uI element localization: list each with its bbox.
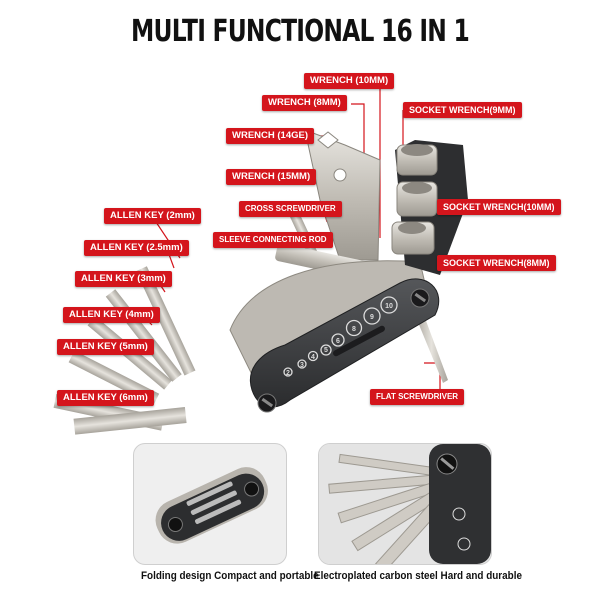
label-cross-screwdriver: CROSS SCREWDRIVER bbox=[239, 201, 342, 217]
label-allen-key-6mm: ALLEN KEY (6mm) bbox=[57, 390, 154, 406]
label-socket-wrench-9mm: SOCKET WRENCH(9MM) bbox=[403, 102, 522, 118]
svg-text:6: 6 bbox=[336, 338, 340, 345]
svg-text:9: 9 bbox=[370, 314, 374, 321]
caption-carbon-steel: Electroplated carbon steel Hard and dura… bbox=[314, 570, 522, 582]
tool-closeup-thumbnail bbox=[318, 443, 492, 565]
label-allen-key-2mm: ALLEN KEY (2mm) bbox=[104, 208, 201, 224]
svg-text:3: 3 bbox=[300, 362, 304, 369]
label-allen-key-2-5mm: ALLEN KEY (2.5mm) bbox=[84, 240, 189, 256]
svg-text:5: 5 bbox=[324, 347, 328, 354]
label-allen-key-4mm: ALLEN KEY (4mm) bbox=[63, 307, 160, 323]
label-socket-wrench-8mm: SOCKET WRENCH(8MM) bbox=[437, 255, 556, 271]
folded-tool-thumbnail bbox=[133, 443, 287, 565]
label-wrench-14ge: WRENCH (14GE) bbox=[226, 128, 315, 144]
label-socket-wrench-10mm: SOCKET WRENCH(10MM) bbox=[437, 199, 561, 215]
caption-folding-design: Folding design Compact and portable bbox=[141, 570, 319, 582]
svg-text:10: 10 bbox=[385, 303, 393, 310]
label-wrench-15mm: WRENCH (15MM) bbox=[226, 169, 317, 185]
svg-text:2: 2 bbox=[286, 370, 290, 377]
svg-text:8: 8 bbox=[352, 326, 356, 333]
label-flat-screwdriver: FLAT SCREWDRIVER bbox=[370, 389, 465, 405]
svg-text:4: 4 bbox=[311, 354, 315, 361]
label-wrench-8mm: WRENCH (8MM) bbox=[262, 95, 347, 111]
socket-stack bbox=[391, 144, 438, 255]
label-wrench-10mm: WRENCH (10MM) bbox=[304, 73, 395, 89]
label-allen-key-3mm: ALLEN KEY (3mm) bbox=[75, 271, 172, 287]
label-sleeve-connecting-rod: SLEEVE CONNECTING ROD bbox=[213, 232, 333, 248]
label-allen-key-5mm: ALLEN KEY (5mm) bbox=[57, 339, 154, 355]
page-title: MULTI FUNCTIONAL 16 IN 1 bbox=[131, 14, 470, 49]
